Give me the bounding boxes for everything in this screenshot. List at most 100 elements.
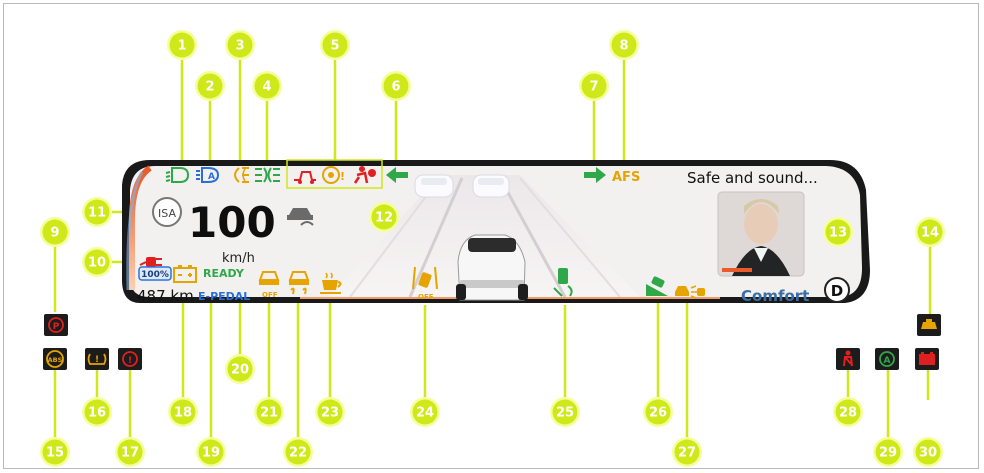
callout-23: 23 [315, 397, 345, 427]
callout-number: 20 [231, 363, 249, 378]
callout-number: 27 [678, 446, 696, 461]
callout-6: 6 [381, 71, 411, 101]
ind-lane-departure-icon [294, 171, 316, 184]
gear-value: D [831, 282, 843, 300]
drive-mode: Comfort [741, 287, 809, 305]
ind-battery-fault-icon [915, 348, 939, 370]
callout-21: 21 [254, 397, 284, 427]
callout-9: 9 [40, 217, 70, 247]
callout-4: 4 [252, 71, 282, 101]
svg-text:!: ! [340, 170, 345, 183]
callout-number: 26 [649, 406, 667, 421]
callout-30: 30 [913, 437, 943, 467]
callout-number: 24 [416, 406, 434, 421]
lead-car-right [472, 174, 510, 198]
callout-number: 9 [50, 226, 59, 241]
callout-10: 10 [82, 247, 112, 277]
callout-number: 6 [391, 80, 400, 95]
ready-indicator: READY [203, 267, 245, 280]
image-frame [3, 3, 979, 469]
callout-number: 11 [88, 206, 106, 221]
callout-number: 29 [879, 446, 897, 461]
battery-percent: 100% [141, 270, 169, 280]
callout-7: 7 [579, 71, 609, 101]
callout-2: 2 [195, 71, 225, 101]
callout-27: 27 [672, 437, 702, 467]
svg-text:P: P [53, 322, 60, 332]
callout-17: 17 [115, 437, 145, 467]
callout-20: 20 [225, 354, 255, 384]
ind-right-turn-signal-icon [584, 167, 606, 183]
ind-engine-service-icon [917, 314, 941, 336]
ind-seatbelt-icon [836, 348, 860, 370]
afs-indicator: AFS [612, 170, 640, 185]
callout-25: 25 [550, 397, 580, 427]
ind-hill-descent-icon [646, 276, 668, 296]
ind-auto-hold-icon: A [875, 348, 899, 370]
callout-26: 26 [643, 397, 673, 427]
callout-number: 25 [556, 406, 574, 421]
callout-11: 11 [82, 197, 112, 227]
ind-steering-warning-icon: ! [322, 166, 345, 184]
ind-position-lamp-icon [255, 167, 280, 183]
status-message: Safe and sound... [687, 169, 818, 187]
callout-number: 14 [921, 226, 939, 241]
gear-indicator: D [824, 277, 850, 303]
ind-low-beam-icon [165, 167, 190, 183]
callout-number: 16 [88, 406, 106, 421]
callout-3: 3 [225, 30, 255, 60]
svg-text:!: ! [95, 355, 99, 365]
callout-number: 17 [121, 446, 139, 461]
driver-profile-photo [717, 191, 805, 277]
lead-car-left [414, 174, 454, 198]
ind-rear-fog-icon [234, 167, 249, 183]
range-value: 487 km [137, 287, 194, 305]
ind-tire-pressure-icon: ! [85, 348, 109, 370]
callout-19: 19 [196, 437, 226, 467]
callout-5: 5 [320, 30, 350, 60]
ind-lane-assist-off-icon: OFF [412, 266, 438, 301]
callout-number: 12 [375, 211, 393, 226]
ind-battery-icon [173, 265, 197, 283]
callout-number: 30 [919, 446, 937, 461]
callout-5-group-box [286, 159, 383, 189]
callout-number: 7 [589, 80, 598, 95]
callout-8: 8 [609, 30, 639, 60]
callout-number: 5 [330, 39, 339, 54]
isa-badge: ISA [152, 197, 182, 227]
svg-text:OFF: OFF [418, 293, 434, 301]
callout-1: 1 [167, 30, 197, 60]
callout-number: 18 [174, 406, 192, 421]
ind-front-collision-icon [675, 285, 705, 299]
ind-coffee-break-icon [320, 272, 342, 294]
callout-number: 15 [46, 446, 64, 461]
callout-22: 22 [283, 437, 313, 467]
callout-number: 2 [205, 80, 214, 95]
svg-text:OFF: OFF [262, 291, 278, 299]
speed-unit: km/h [222, 251, 255, 266]
ind-charging-plug-icon [139, 257, 162, 267]
svg-text:A: A [208, 172, 215, 182]
ind-seatbelt-airbag-icon [353, 166, 376, 184]
ind-driver-attention-icon [287, 208, 314, 226]
callout-24: 24 [410, 397, 440, 427]
callout-number: 8 [619, 39, 628, 54]
instrument-cluster [122, 160, 870, 303]
ind-abs-icon: ABS [43, 348, 67, 370]
callout-number: 1 [177, 39, 186, 54]
ind-brake-warning-icon: ! [118, 348, 142, 370]
callout-number: 19 [202, 446, 220, 461]
callout-18: 18 [168, 397, 198, 427]
epedal-indicator: E-PEDAL [198, 290, 250, 303]
callout-15: 15 [40, 437, 70, 467]
callout-29: 29 [873, 437, 903, 467]
ind-steering-lane-icon [553, 268, 573, 297]
svg-text:ABS: ABS [48, 356, 63, 364]
callout-number: 22 [289, 446, 307, 461]
svg-text:!: ! [128, 356, 132, 366]
callout-12: 12 [369, 202, 399, 232]
callout-number: 10 [88, 256, 106, 271]
road-vehicles [414, 174, 528, 301]
callout-13: 13 [823, 217, 853, 247]
